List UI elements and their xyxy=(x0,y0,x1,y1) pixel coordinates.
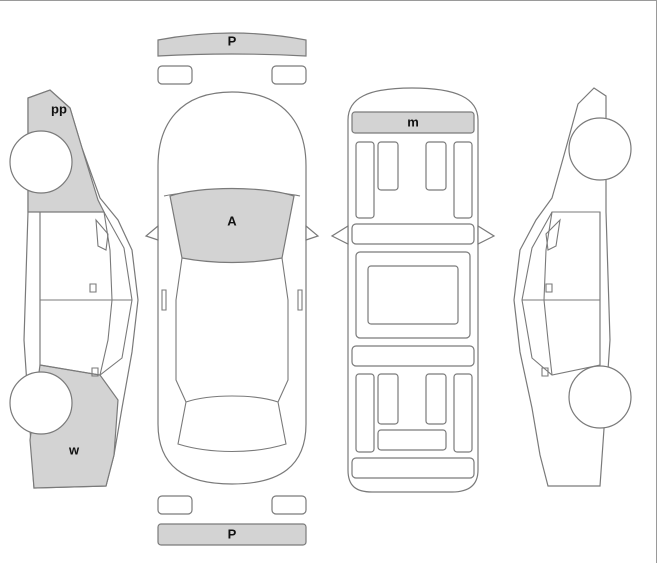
left-front-wheel xyxy=(9,130,73,194)
roof-damage[interactable] xyxy=(351,111,475,134)
rear-bumper-label: P xyxy=(228,526,237,541)
rear-bumper-damage[interactable] xyxy=(157,523,307,546)
top-view: P A P xyxy=(144,32,320,546)
rear-right-taillight xyxy=(271,495,307,515)
front-left-headlight xyxy=(157,65,193,85)
right-front-wheel xyxy=(568,117,632,181)
roof-view: m xyxy=(330,87,496,493)
right-side-view xyxy=(513,87,632,487)
left-front-fender-label: pp xyxy=(51,101,67,116)
rear-left-taillight xyxy=(157,495,193,515)
left-rear-wheel xyxy=(9,371,73,435)
roof-label: m xyxy=(407,114,419,129)
left-rear-quarter-label: w xyxy=(68,442,80,457)
left-side-view: pp w xyxy=(9,89,139,489)
right-rear-wheel xyxy=(568,365,632,429)
front-bumper-damage[interactable] xyxy=(157,32,307,57)
windshield-damage[interactable] xyxy=(169,187,295,264)
windshield-label: A xyxy=(227,213,237,228)
front-right-headlight xyxy=(271,65,307,85)
front-bumper-label: P xyxy=(228,33,237,48)
